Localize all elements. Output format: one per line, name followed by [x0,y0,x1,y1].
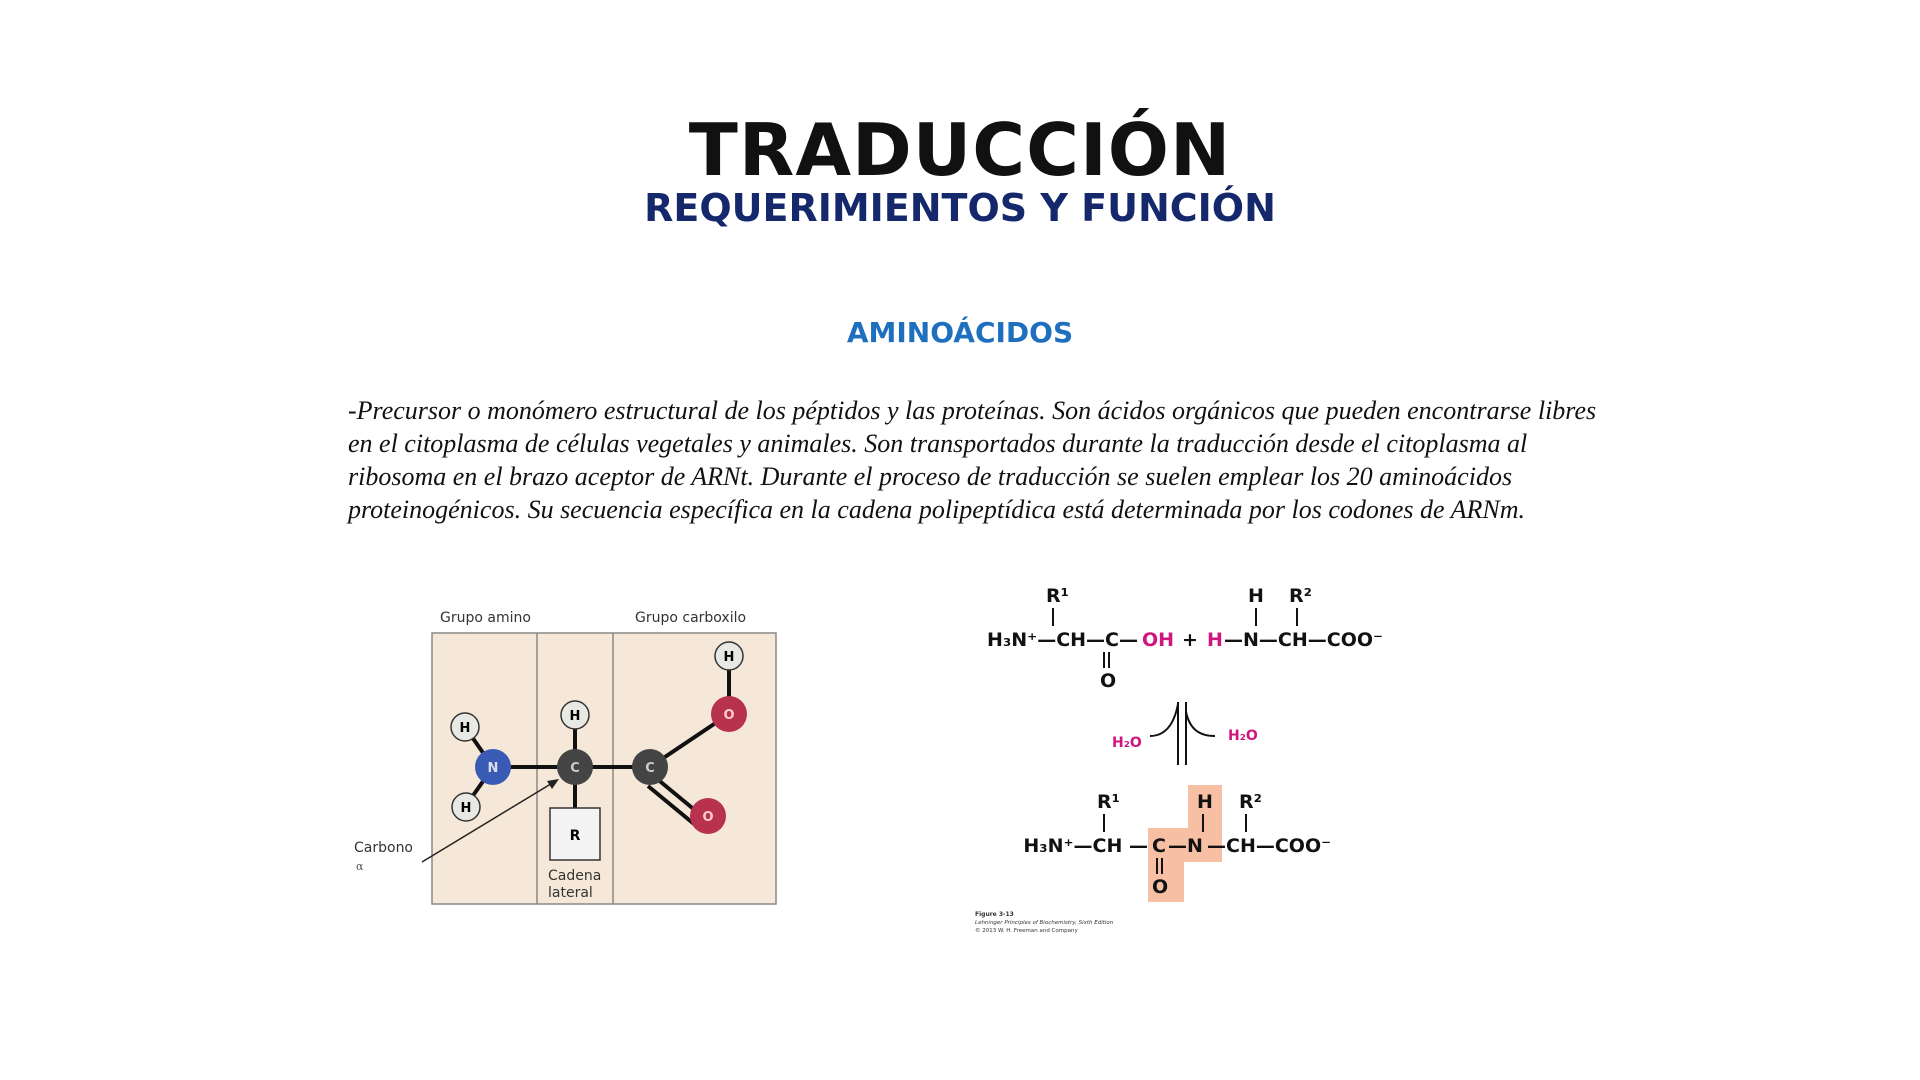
hydrogen-atom [560,700,590,730]
oxygen-atom [711,696,747,732]
svg-text:H: H [460,721,471,736]
carbonyl-oxygen: O [1100,670,1116,692]
side-chain-label: lateral [548,885,593,901]
svg-text:H: H [570,709,581,724]
svg-text:C: C [645,761,655,776]
amino-acid-diagram: Grupo amino Grupo carboxilo H H N H C C … [354,610,777,905]
plus-sign: + [1182,629,1198,651]
hydrogen-atom [451,792,481,822]
r1-label: R¹ [1046,585,1069,607]
water-out: H₂O [1228,728,1258,744]
product-amide-hydrogen: H [1197,791,1213,813]
reactant-2: —N—CH—COO⁻ [1224,629,1383,651]
alpha-symbol: α [356,860,364,873]
product-n-terminus: H₃N⁺—CH — [1023,835,1148,857]
slide-title: TRADUCCIÓN [688,108,1232,192]
svg-text:N: N [488,761,499,776]
product-amide-nitrogen: —N [1168,835,1203,857]
svg-text:C: C [570,761,580,776]
svg-text:H: H [461,801,472,816]
h-label: H [1248,585,1264,607]
nitrogen-atom [475,749,511,785]
alpha-carbon-label: Carbono [354,840,413,856]
label-grupo-amino: Grupo amino [440,610,531,626]
product-r2: R² [1239,791,1262,813]
water-in: H₂O [1112,735,1142,751]
oxygen-atom [690,798,726,834]
hydroxyl-group: OH [1142,629,1174,651]
hydrogen-atom [714,641,744,671]
product-carbonyl-oxygen: O [1152,876,1168,898]
product-c-terminus: —CH—COO⁻ [1207,835,1331,857]
reactant-1: H₃N⁺—CH—C— [987,629,1138,651]
section-heading: AMINOÁCIDOS [846,316,1074,349]
product-r1: R¹ [1097,791,1120,813]
svg-text:O: O [723,708,734,723]
body-paragraph: -Precursor o monómero estructural de los… [348,396,1597,524]
svg-text:H: H [724,650,735,665]
carboxyl-carbon-atom [632,749,668,785]
amine-hydrogen: H [1207,629,1223,651]
r2-label: R² [1289,585,1312,607]
side-chain-box [549,807,601,861]
label-grupo-carboxilo: Grupo carboxilo [635,610,746,626]
alpha-carbon-arrow [421,781,555,863]
figure-caption: Figure 3-13 [975,911,1014,918]
svg-text:O: O [702,810,713,825]
slide-subtitle: REQUERIMIENTOS Y FUNCIÓN [644,186,1276,230]
figure-copyright: © 2013 W. H. Freeman and Company [975,927,1078,934]
r-label: R [570,828,581,844]
figure-source: Lehninger Principles of Biochemistry, Si… [975,920,1114,926]
product-carbonyl-carbon: C [1152,835,1166,857]
hydrogen-atom [450,712,480,742]
alpha-carbon-atom [557,749,593,785]
peptide-bond-reaction: H₃N⁺—CH—C— OH + H —N—CH—COO⁻ R¹ R² H O H… [975,585,1383,934]
side-chain-label: Cadena [548,868,601,884]
